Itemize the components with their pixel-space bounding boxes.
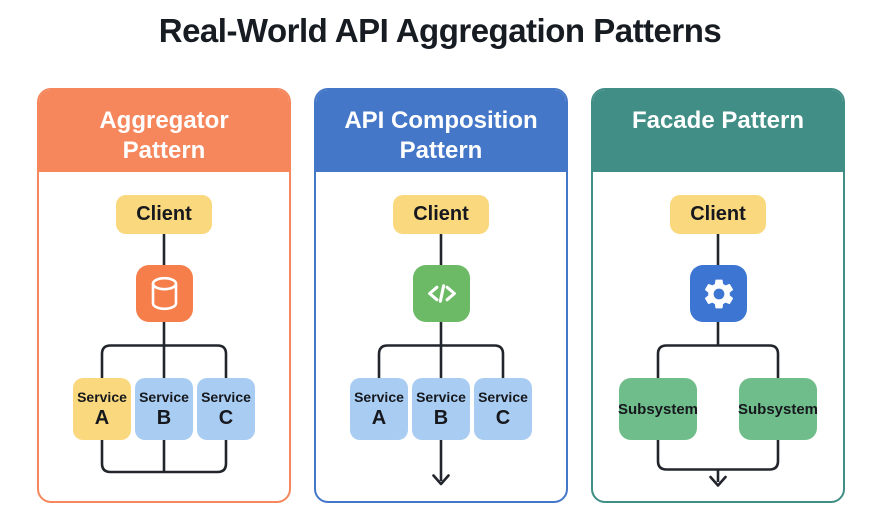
service-letter: B: [433, 407, 449, 429]
service-b-box: Service B: [135, 378, 193, 440]
service-label: Service: [77, 389, 127, 405]
client-box: Client: [670, 195, 766, 234]
panel-body-aggregator: Client Service A Service B Service C: [39, 172, 289, 501]
client-box: Client: [393, 195, 489, 234]
subsystem-label: Subsystem: [737, 400, 819, 418]
service-a-box: Service A: [350, 378, 408, 440]
connector-lines: [377, 234, 505, 486]
connector-lines: [100, 234, 228, 474]
panel-title: Aggregator Pattern: [99, 107, 229, 164]
facade-icon-box: [690, 265, 747, 322]
client-box: Client: [116, 195, 212, 234]
client-label: Client: [413, 203, 469, 225]
database-icon: [151, 276, 178, 311]
panel-title: API Composition Pattern: [344, 107, 538, 164]
service-label: Service: [139, 389, 189, 405]
panel-header-aggregator: Aggregator Pattern: [39, 90, 289, 172]
panel-facade-pattern: Facade Pattern Client Subsystem: [591, 88, 845, 503]
service-label: Service: [416, 389, 466, 405]
panel-body-api-composition: Client Service A Service B Service C: [316, 172, 566, 501]
code-icon: [427, 284, 456, 303]
service-letter: A: [94, 407, 110, 429]
gear-icon: [704, 279, 733, 308]
client-label: Client: [136, 203, 192, 225]
service-label: Service: [354, 389, 404, 405]
panel-api-composition-pattern: API Composition Pattern Client: [314, 88, 568, 503]
service-c-box: Service C: [197, 378, 255, 440]
service-letter: A: [371, 407, 387, 429]
service-a-box: Service A: [73, 378, 131, 440]
service-b-box: Service B: [412, 378, 470, 440]
service-label: Service: [478, 389, 528, 405]
composition-icon-box: [413, 265, 470, 322]
service-letter: C: [495, 407, 511, 429]
connector-lines: [656, 234, 780, 487]
subsystem-label: Subsystem: [617, 400, 699, 418]
subsystem-left-box: Subsystem: [617, 378, 699, 440]
pattern-panels: Aggregator Pattern Client Service: [37, 88, 845, 503]
aggregator-icon-box: [136, 265, 193, 322]
panel-title: Facade Pattern: [631, 107, 805, 134]
service-letter: C: [218, 407, 234, 429]
panel-body-facade: Client Subsystem Subsystem: [593, 172, 843, 501]
panel-aggregator-pattern: Aggregator Pattern Client Service: [37, 88, 291, 503]
page-title: Real-World API Aggregation Patterns: [158, 12, 722, 49]
subsystem-right-box: Subsystem: [737, 378, 819, 440]
service-letter: B: [156, 407, 172, 429]
service-label: Service: [201, 389, 251, 405]
panel-header-facade: Facade Pattern: [593, 90, 843, 172]
panel-header-api-composition: API Composition Pattern: [316, 90, 566, 172]
service-c-box: Service C: [474, 378, 532, 440]
client-label: Client: [690, 203, 746, 225]
